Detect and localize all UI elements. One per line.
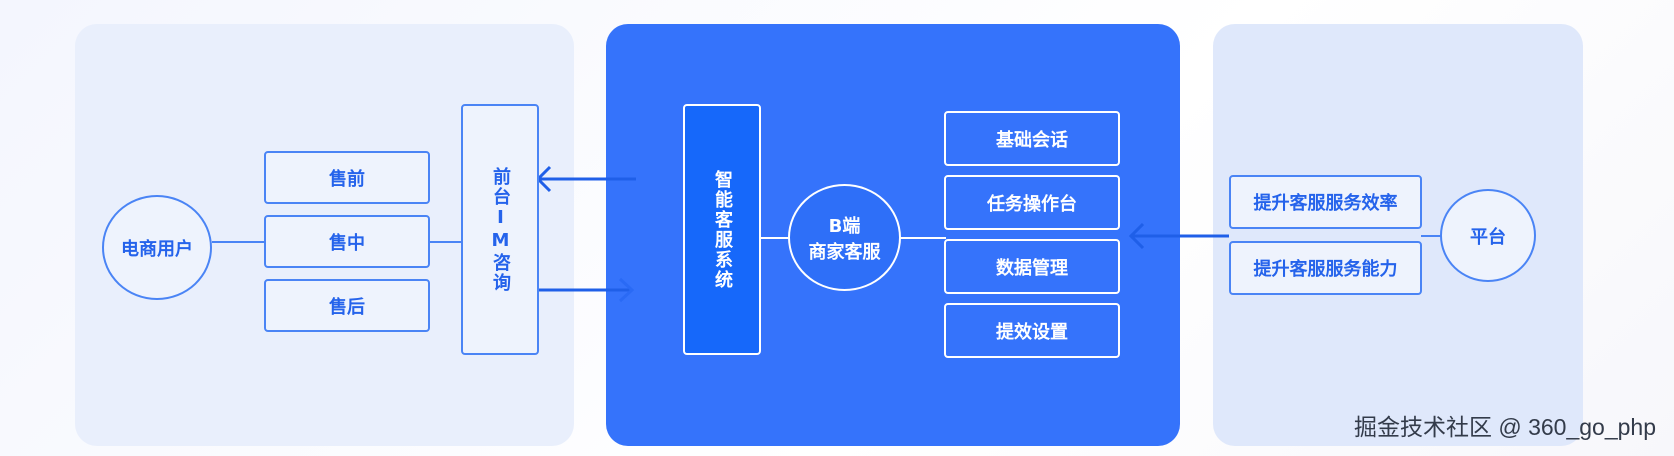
im-consult-channel: 前台IM咨询 bbox=[461, 104, 539, 355]
ecommerce-user-node: 电商用户 bbox=[102, 195, 212, 300]
platform-label: 平台 bbox=[1470, 226, 1506, 248]
goal-capability: 提升客服服务能力 bbox=[1229, 241, 1422, 295]
hub-line2: 商家客服 bbox=[808, 241, 881, 263]
module-efficiency-settings: 提效设置 bbox=[944, 303, 1120, 358]
ecommerce-user-label: 电商用户 bbox=[121, 238, 193, 260]
stage-presale: 售前 bbox=[264, 151, 430, 204]
merchant-service-hub: B端 商家客服 bbox=[788, 184, 901, 291]
smart-service-label: 智能客服系统 bbox=[712, 169, 733, 290]
module-task-console: 任务操作台 bbox=[944, 175, 1120, 230]
stage-aftersale: 售后 bbox=[264, 279, 430, 332]
im-consult-label: 前台IM咨询 bbox=[490, 166, 511, 293]
stage-insale: 售中 bbox=[264, 215, 430, 268]
module-data-management: 数据管理 bbox=[944, 239, 1120, 294]
watermark: 掘金技术社区 @ 360_go_php bbox=[1353, 414, 1656, 440]
goal-efficiency: 提升客服服务效率 bbox=[1229, 175, 1422, 229]
hub-line1: B端 bbox=[828, 215, 861, 237]
platform-node: 平台 bbox=[1440, 189, 1536, 282]
smart-service-system: 智能客服系统 bbox=[683, 104, 761, 355]
module-basic-session: 基础会话 bbox=[944, 111, 1120, 166]
